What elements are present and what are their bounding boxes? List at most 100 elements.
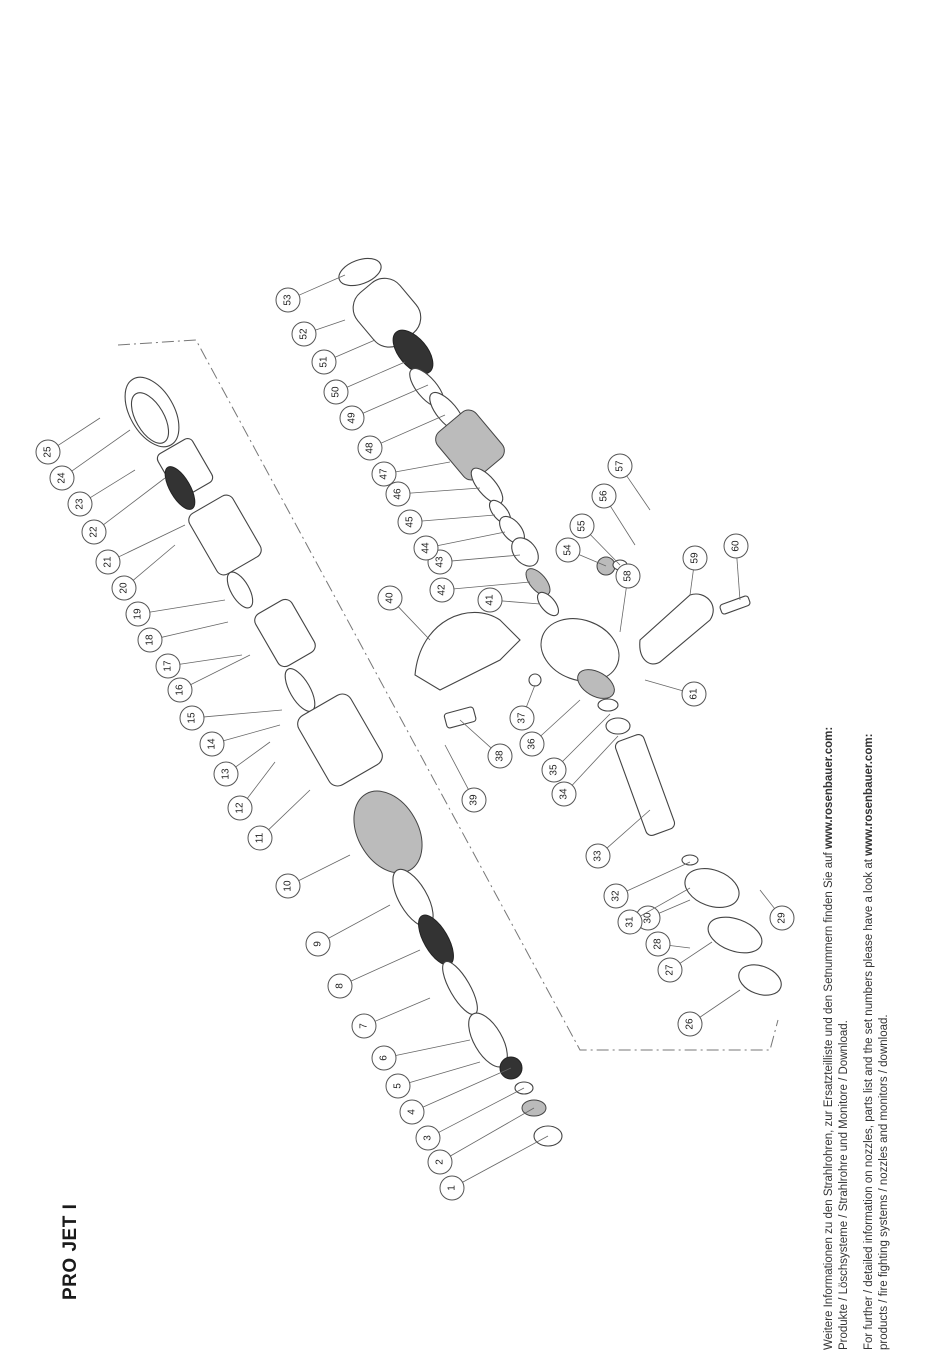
- callout-leader-8: [350, 949, 421, 982]
- callout-8: 8: [327, 949, 421, 999]
- callout-circle-16: [167, 677, 193, 703]
- callout-label-42: 42: [437, 584, 448, 596]
- callout-circle-44: [413, 535, 439, 561]
- callout-leader-43: [451, 554, 521, 562]
- callout-circle-36: [519, 731, 545, 757]
- callout-55: 55: [569, 513, 621, 566]
- callout-leader-31: [640, 887, 691, 917]
- callout-label-36: 36: [527, 738, 538, 750]
- callout-27: 27: [657, 941, 713, 983]
- callout-20: 20: [111, 544, 176, 601]
- callout-circle-7: [351, 1013, 377, 1039]
- callout-circle-55: [569, 513, 595, 539]
- part-59-grip: [639, 593, 714, 665]
- callout-leader-29: [759, 889, 775, 909]
- callout-21: 21: [95, 524, 186, 575]
- callout-24: 24: [49, 429, 131, 491]
- callout-circle-23: [67, 491, 93, 517]
- callout-leader-60: [736, 557, 741, 601]
- part-36-seat: [577, 669, 615, 699]
- callout-30: 30: [635, 899, 691, 931]
- callout-label-20: 20: [119, 582, 130, 594]
- callout-leader-40: [397, 606, 431, 641]
- callout-label-8: 8: [335, 983, 346, 989]
- callout-circle-20: [111, 575, 137, 601]
- callout-leader-51: [334, 339, 376, 358]
- callout-label-27: 27: [665, 964, 676, 976]
- callout-circle-58: [615, 563, 641, 589]
- callout-label-51: 51: [319, 356, 330, 368]
- callout-label-11: 11: [255, 832, 266, 843]
- callout-leader-45: [421, 514, 496, 522]
- callout-circle-41: [477, 587, 503, 613]
- callout-circle-52: [291, 321, 317, 347]
- callout-16: 16: [167, 654, 251, 703]
- callout-34: 34: [551, 735, 619, 807]
- callout-label-28: 28: [653, 938, 664, 950]
- callout-circle-60: [723, 533, 749, 559]
- callout-circle-46: [385, 481, 411, 507]
- callout-11: 11: [247, 789, 311, 851]
- callout-label-60: 60: [731, 540, 742, 552]
- callout-61: 61: [644, 679, 707, 707]
- callout-circle-54: [555, 537, 581, 563]
- callout-label-24: 24: [57, 472, 68, 484]
- part-32-oring: [681, 854, 699, 866]
- callout-circle-19: [125, 601, 151, 627]
- callout-circle-27: [657, 957, 683, 983]
- callout-circle-57: [607, 453, 633, 479]
- callout-label-52: 52: [299, 328, 310, 340]
- callout-leader-30: [658, 899, 691, 914]
- callout-label-47: 47: [379, 468, 390, 480]
- callout-leader-61: [644, 679, 683, 692]
- callout-label-7: 7: [359, 1023, 370, 1029]
- callout-label-55: 55: [577, 520, 588, 532]
- callout-leader-24: [71, 429, 131, 472]
- callout-circle-42: [429, 577, 455, 603]
- callout-leader-59: [689, 569, 694, 596]
- callout-12: 12: [227, 761, 276, 821]
- callout-leader-5: [409, 1061, 481, 1084]
- callout-leader-16: [190, 654, 251, 685]
- part-callouts: 1234567891011121314151617181920212223242…: [35, 274, 795, 1201]
- callout-label-61: 61: [689, 688, 700, 700]
- callout-18: 18: [137, 621, 229, 653]
- callout-25: 25: [35, 417, 101, 465]
- callout-leader-46: [409, 487, 481, 494]
- callout-label-16: 16: [175, 684, 186, 696]
- part-38-clip: [443, 706, 477, 729]
- callout-leader-17: [179, 654, 243, 665]
- callout-49: 49: [339, 384, 429, 431]
- callout-44: 44: [413, 531, 506, 561]
- callout-circle-24: [49, 465, 75, 491]
- part-33-tube: [614, 734, 676, 836]
- part-19-oring: [226, 571, 254, 609]
- callout-43: 43: [427, 549, 521, 575]
- callout-50: 50: [323, 361, 406, 405]
- callout-leader-52: [315, 319, 346, 331]
- callout-label-43: 43: [435, 556, 446, 568]
- callout-label-14: 14: [207, 738, 218, 750]
- callout-46: 46: [385, 481, 481, 507]
- upper-assembly: [124, 376, 563, 1147]
- callout-circle-28: [645, 931, 671, 957]
- callout-circle-4: [399, 1099, 425, 1125]
- part-41-oring: [536, 591, 560, 617]
- callout-33: 33: [585, 809, 651, 869]
- callout-leader-28: [669, 945, 691, 949]
- callout-label-22: 22: [89, 526, 100, 538]
- callout-circle-40: [377, 585, 403, 611]
- callout-circle-25: [35, 439, 61, 465]
- callout-leader-1: [462, 1135, 549, 1183]
- callout-label-19: 19: [133, 608, 144, 620]
- callout-7: 7: [351, 997, 431, 1039]
- callout-circle-47: [371, 461, 397, 487]
- callout-label-4: 4: [407, 1109, 418, 1115]
- callout-13: 13: [213, 741, 271, 787]
- part-27-ring: [707, 916, 763, 954]
- part-53-ring: [338, 257, 382, 287]
- callout-label-31: 31: [625, 916, 636, 928]
- callout-label-6: 6: [379, 1055, 390, 1061]
- callout-40: 40: [377, 585, 431, 641]
